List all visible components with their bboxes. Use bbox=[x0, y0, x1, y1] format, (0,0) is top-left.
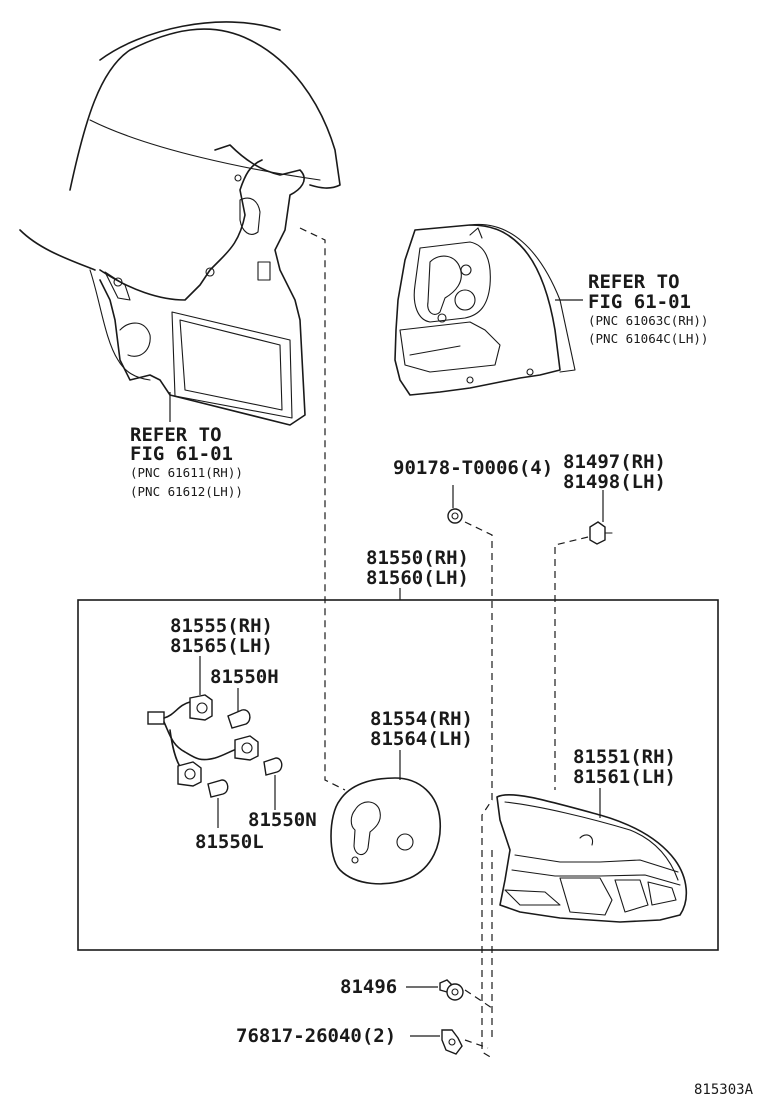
label-81498: 81498(LH) bbox=[563, 471, 666, 493]
label-81554: 81554(RH) bbox=[370, 708, 473, 730]
label-81560: 81560(LH) bbox=[366, 567, 469, 589]
inner-panel-illustration bbox=[394, 223, 576, 396]
label-81555: 81555(RH) bbox=[170, 615, 273, 637]
refer-right-line1: REFER TO bbox=[588, 271, 680, 293]
refer-right-line3: (PNC 61063C(RH)) bbox=[588, 313, 708, 328]
clip-90178 bbox=[447, 485, 463, 524]
refer-left-line2: FIG 61-01 bbox=[130, 443, 233, 465]
label-81497: 81497(RH) bbox=[563, 451, 666, 473]
refer-right-line4: (PNC 61064C(LH)) bbox=[588, 331, 708, 346]
tail-lamp-lens-81551 bbox=[496, 793, 688, 923]
label-81565: 81565(LH) bbox=[170, 635, 273, 657]
refer-left-line1: REFER TO bbox=[130, 424, 222, 446]
quarter-panel-illustration bbox=[19, 21, 341, 426]
nut-81496 bbox=[439, 979, 464, 1001]
refer-right-line2: FIG 61-01 bbox=[588, 291, 691, 313]
label-81561: 81561(LH) bbox=[573, 766, 676, 788]
alignment-lines bbox=[299, 227, 589, 1059]
clip-76817 bbox=[441, 1029, 463, 1055]
refer-left-line4: (PNC 61612(LH)) bbox=[130, 484, 243, 499]
label-81564: 81564(LH) bbox=[370, 728, 473, 750]
label-76817: 76817-26040(2) bbox=[236, 1025, 396, 1047]
figure-code: 815303A bbox=[694, 1082, 754, 1098]
gasket-81554 bbox=[330, 777, 442, 885]
label-81550H: 81550H bbox=[210, 666, 279, 688]
label-81551: 81551(RH) bbox=[573, 746, 676, 768]
label-90178: 90178-T0006(4) bbox=[393, 457, 553, 479]
label-81496: 81496 bbox=[340, 976, 397, 998]
label-81550L: 81550L bbox=[195, 831, 264, 853]
grommet-81497 bbox=[589, 490, 613, 545]
refer-left-line3: (PNC 61611(RH)) bbox=[130, 465, 243, 480]
label-81550N: 81550N bbox=[248, 809, 317, 831]
socket-wire-assembly bbox=[147, 694, 283, 798]
assembly-box bbox=[77, 599, 719, 951]
label-81550: 81550(RH) bbox=[366, 547, 469, 569]
